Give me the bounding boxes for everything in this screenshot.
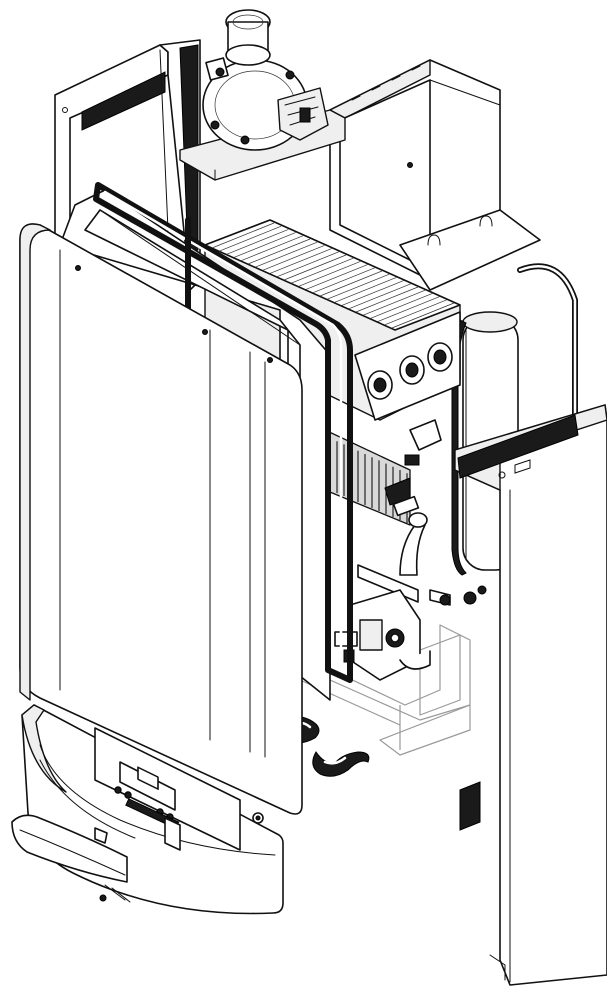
exchanger-fin xyxy=(276,251,339,278)
exchanger-fin xyxy=(240,235,303,262)
exchanger-fin xyxy=(327,273,390,300)
exchanger-fin xyxy=(283,254,347,281)
exchanger-fin xyxy=(341,280,404,306)
exchanger-fin xyxy=(355,286,419,313)
exchanger-fin xyxy=(319,270,383,297)
control-panel-flap xyxy=(11,814,131,903)
control-button xyxy=(114,786,122,794)
exchanger-fin xyxy=(334,277,397,303)
exchanger-fin xyxy=(219,225,282,252)
exchanger-fin xyxy=(312,267,375,294)
front-casing-panel xyxy=(19,223,303,815)
control-button xyxy=(124,791,132,799)
exchanger-fin xyxy=(269,248,332,274)
exchanger-fin xyxy=(370,293,433,319)
flue-hood xyxy=(329,59,541,291)
exchanger-fin xyxy=(363,289,426,316)
exchanger-fin xyxy=(226,229,289,255)
exchanger-fin xyxy=(377,296,440,322)
exchanger-fin xyxy=(247,238,311,265)
exchanger-fin xyxy=(305,264,368,290)
exchanger-fin xyxy=(348,283,411,310)
exchanger-fin xyxy=(391,302,455,329)
exchanger-fin xyxy=(255,241,318,268)
exchanger-water-connections xyxy=(367,342,453,400)
exchanger-fin xyxy=(298,261,361,287)
exchanger-fin xyxy=(211,222,275,249)
exchanger-fin xyxy=(262,245,325,271)
exchanger-fin xyxy=(233,232,296,258)
burner xyxy=(324,429,420,526)
hydraulic-group xyxy=(284,512,471,756)
exchanger-fin xyxy=(291,257,354,284)
fan-assembly xyxy=(179,9,346,181)
exchanger-fin xyxy=(384,299,447,326)
right-side-panel xyxy=(454,404,607,986)
